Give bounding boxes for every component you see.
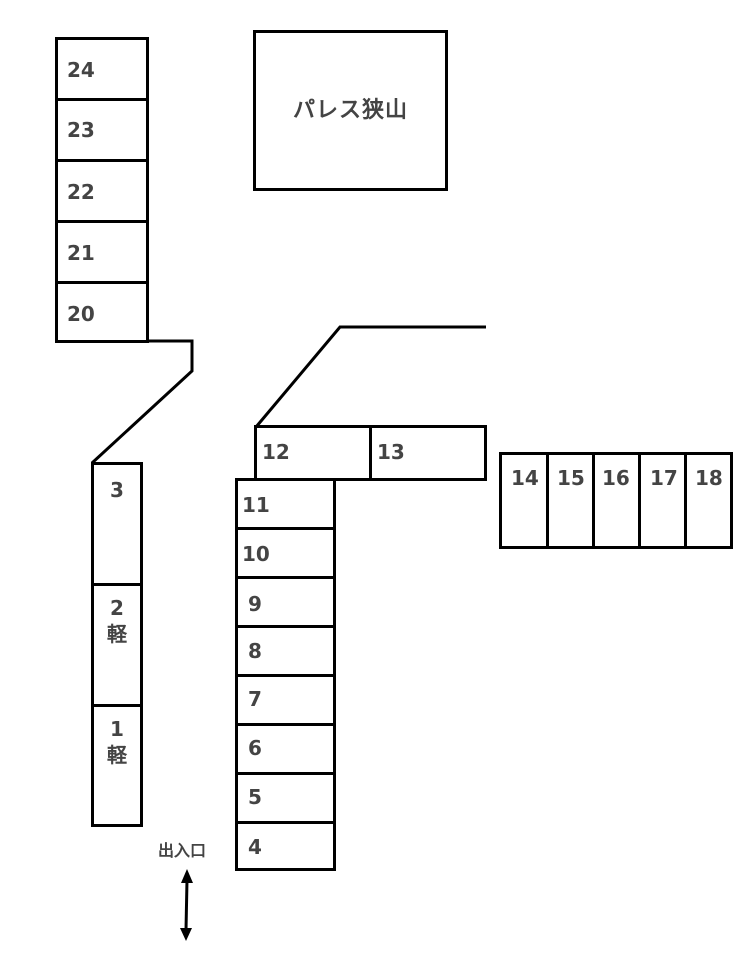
slot-number: 10 [242,542,270,566]
parking-slot-14[interactable]: 14 [499,452,549,549]
slot-number: 22 [67,180,95,204]
slot-number: 9 [248,592,262,616]
parking-slot-11[interactable]: 11 [235,478,336,530]
parking-slot-4[interactable]: 4 [235,821,336,871]
slot-type-kei: 軽 [107,743,127,767]
slot-number: 23 [67,118,95,142]
slot-number: 12 [262,440,290,464]
parking-slot-17[interactable]: 17 [638,452,687,549]
slot-number: 11 [242,493,270,517]
slot-number: 14 [511,466,539,490]
slot-number: 21 [67,241,95,265]
slot-number: 6 [248,736,262,760]
parking-slot-8[interactable]: 8 [235,625,336,677]
parking-slot-2-kei[interactable]: 2 軽 [91,583,143,707]
slot-number: 20 [67,302,95,326]
slot-type-kei: 軽 [107,622,127,646]
entrance-arrow-icon [180,869,193,941]
parking-slot-12[interactable]: 12 [254,425,372,481]
slot-number: 1 [110,717,124,741]
parking-slot-6[interactable]: 6 [235,723,336,775]
slot-number: 2 [110,596,124,620]
building-palace-sayama: パレス狭山 [253,30,448,191]
slot-number: 16 [602,466,630,490]
slot-number: 3 [110,478,124,502]
building-name: パレス狭山 [292,97,408,123]
parking-slot-21[interactable]: 21 [55,220,149,284]
parking-slot-10[interactable]: 10 [235,527,336,579]
parking-slot-22[interactable]: 22 [55,159,149,223]
parking-slot-13[interactable]: 13 [369,425,487,481]
parking-slot-24[interactable]: 24 [55,37,149,101]
parking-slot-16[interactable]: 16 [592,452,641,549]
parking-slot-15[interactable]: 15 [546,452,595,549]
parking-slot-20[interactable]: 20 [55,281,149,343]
slot-number: 7 [248,687,262,711]
parking-slot-9[interactable]: 9 [235,576,336,628]
parking-slot-1-kei[interactable]: 1 軽 [91,704,143,827]
parking-slot-5[interactable]: 5 [235,772,336,824]
slot-number: 13 [377,440,405,464]
parking-slot-23[interactable]: 23 [55,98,149,162]
slot-number: 8 [248,639,262,663]
slot-number: 4 [248,835,262,859]
slot-number: 5 [248,785,262,809]
parking-slot-18[interactable]: 18 [684,452,733,549]
entrance-label: 出入口 [158,841,207,860]
parking-slot-3[interactable]: 3 [91,462,143,586]
slot-number: 24 [67,58,95,82]
slot-number: 18 [695,466,723,490]
slot-number: 17 [650,466,678,490]
parking-slot-7[interactable]: 7 [235,674,336,726]
slot-number: 15 [557,466,585,490]
